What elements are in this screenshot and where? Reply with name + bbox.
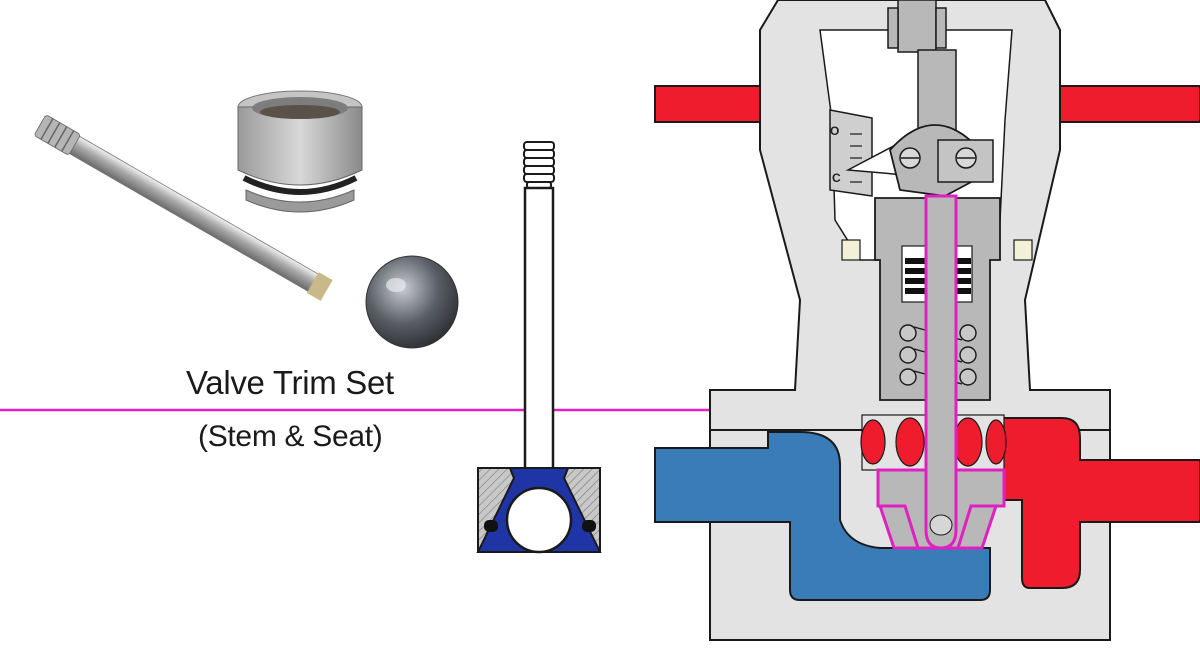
stem-head [889,124,994,197]
trim-drawing [476,141,602,554]
trim-photo [34,90,459,349]
callout-title: Valve Trim Set [186,364,394,401]
outlet-chamber [999,417,1200,589]
stem-ball [505,486,573,554]
trim-stem-highlight [924,194,958,550]
gauge-open-mark: O [830,124,840,138]
valve-cutaway [654,0,1200,641]
callout-subtitle: (Stem & Seat) [198,420,383,453]
spring-coils [899,324,977,386]
gauge-closed-mark: C [832,171,841,185]
stem-threads [523,141,555,189]
seat-ring-photo [237,90,363,213]
stem-rod-photo [34,115,459,349]
stem-shaft [523,186,555,490]
